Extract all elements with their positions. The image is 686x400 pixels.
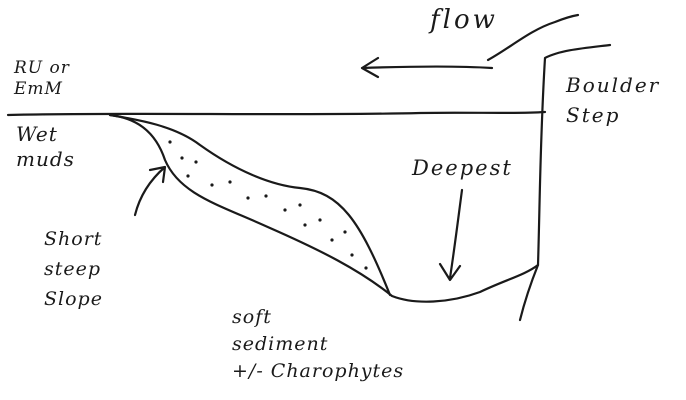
slope-pointer-arrow-icon <box>135 167 165 215</box>
ru-or-emm-label: RU or EmM <box>14 58 70 100</box>
boulder-step-label: Boulder Step <box>566 70 660 130</box>
flow-label: flow <box>430 8 498 32</box>
channel-bed-line <box>110 115 538 302</box>
deepest-pointer-arrow-icon <box>440 190 462 280</box>
slope-sediment-band-top <box>110 115 390 295</box>
deepest-label: Deepest <box>412 156 513 180</box>
flow-upper-line <box>488 15 578 60</box>
wet-muds-label: Wet muds <box>16 122 75 172</box>
short-steep-slope-label: Short steep Slope <box>44 224 103 314</box>
soft-sediment-label: soft sediment +/- Charophytes <box>232 304 404 385</box>
flow-arrow-icon <box>362 58 492 77</box>
water-surface-line <box>8 112 545 115</box>
